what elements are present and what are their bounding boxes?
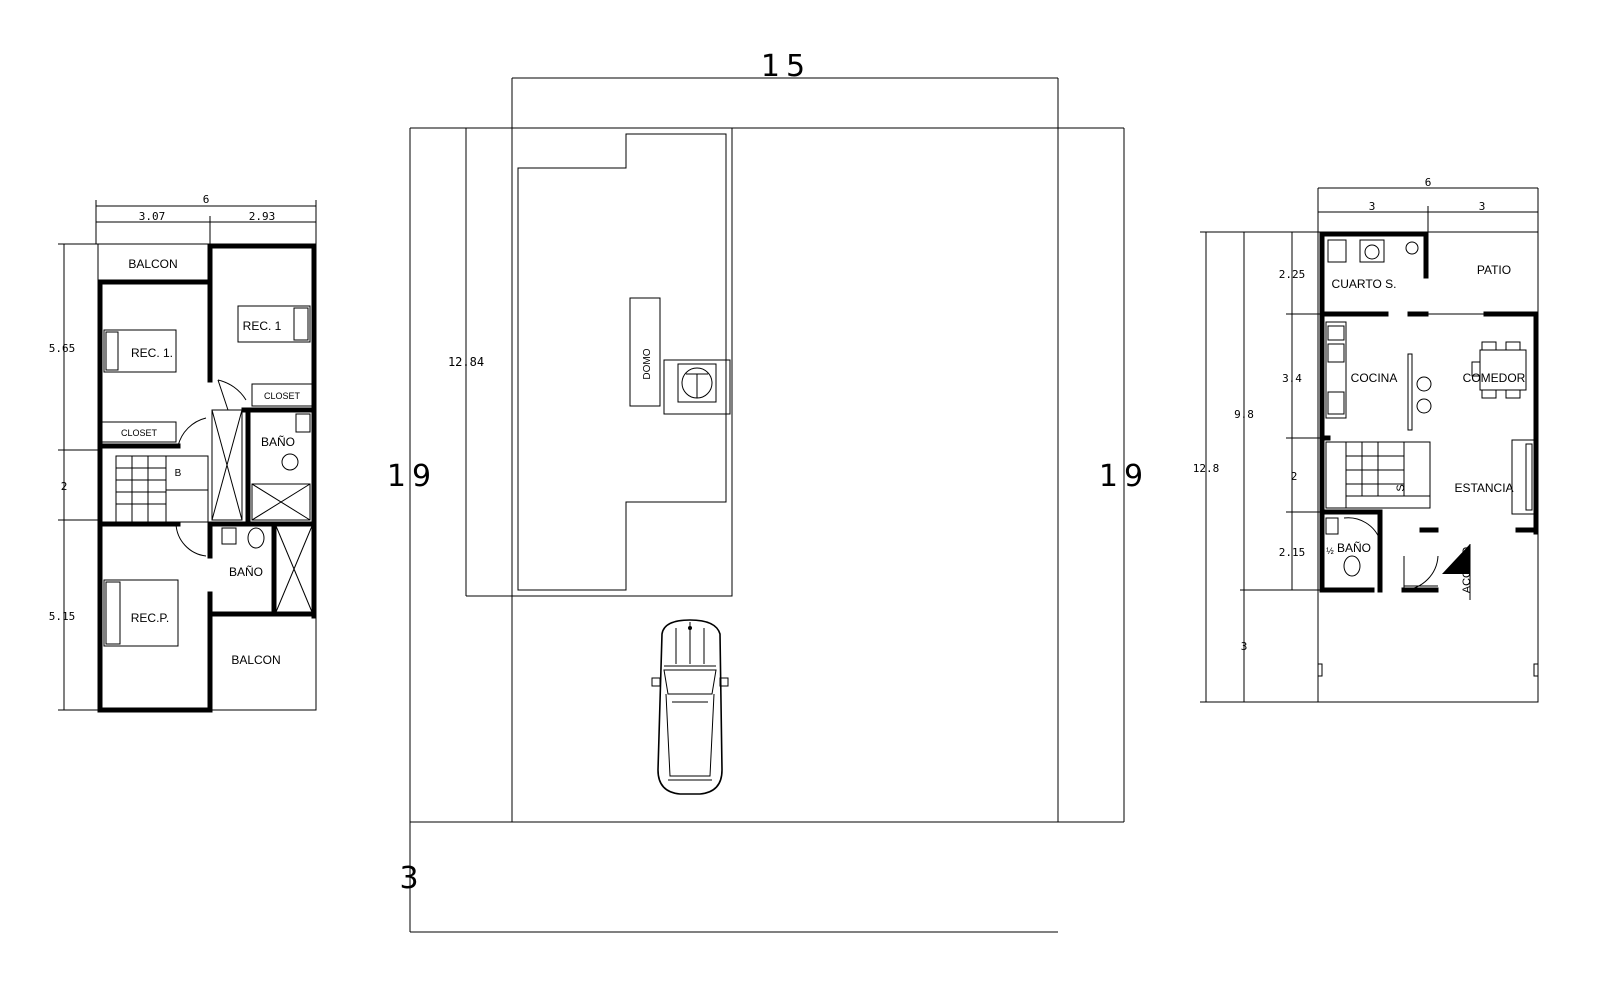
ground-depth-house: 9.8 <box>1234 408 1254 421</box>
domo-label: DOMO <box>642 348 653 379</box>
ground-depth-d1: 2.25 <box>1279 268 1306 281</box>
roof-depth-label: 12.84 <box>448 355 484 369</box>
upper-stairs: B <box>115 455 209 523</box>
site-front-label: 3 <box>399 861 424 896</box>
upper-depth-b: 2 <box>61 480 68 493</box>
upper-bano-bottom-label: BAÑO <box>229 565 263 579</box>
site-width-label: 15 <box>761 49 811 84</box>
ground-depth-d2: 3.4 <box>1282 372 1302 385</box>
ground-depth-total: 12.8 <box>1193 462 1220 475</box>
upper-width-right: 2.93 <box>249 210 276 223</box>
ground-width-left: 3 <box>1369 200 1376 213</box>
upper-width-left: 3.07 <box>139 210 166 223</box>
ground-width-total: 6 <box>1425 176 1432 189</box>
upper-balcon-top-label: BALCON <box>128 257 177 271</box>
ground-estancia-label: ESTANCIA <box>1454 481 1513 495</box>
ground-depth-d4: 2.15 <box>1279 546 1306 559</box>
upper-floor-plan: 6 3.07 2.93 5.65 2 5.15 BALCON <box>49 193 317 713</box>
ground-depth-d3: 2 <box>1291 470 1298 483</box>
upper-depth-a: 5.65 <box>49 342 76 355</box>
site-depth-left-label: 19 <box>387 459 437 494</box>
ground-patio-label: PATIO <box>1477 263 1511 277</box>
ground-bano-label: BAÑO <box>1337 541 1371 555</box>
upper-depth-c: 5.15 <box>49 610 76 623</box>
ground-comedor-label: COMEDOR <box>1463 371 1526 385</box>
ground-width-right: 3 <box>1479 200 1486 213</box>
upper-rec1-left-label: REC. 1. <box>131 346 173 360</box>
site-depth-right-label: 19 <box>1099 459 1149 494</box>
ground-half-mark: ½ <box>1326 546 1334 556</box>
ground-floor-plan: 6 3 3 12.8 9.8 2.25 3.4 2 2.15 3 <box>1193 176 1539 703</box>
ground-stair-mark: S <box>1395 484 1407 491</box>
upper-balcon-bottom-label: BALCON <box>231 653 280 667</box>
upper-stair-mark: B <box>175 468 182 479</box>
upper-bano-top-label: BAÑO <box>261 435 295 449</box>
ground-cocina-label: COCINA <box>1351 371 1398 385</box>
ground-cuarto-label: CUARTO S. <box>1332 277 1397 291</box>
upper-closet-right-label: CLOSET <box>264 391 301 401</box>
site-plan: 15 19 19 3 12.84 DOMO <box>387 49 1149 933</box>
acceso-arrow: ACCESO <box>1442 544 1473 600</box>
upper-rec1-right-label: REC. 1 <box>243 319 282 333</box>
upper-closet-left-label: CLOSET <box>121 428 158 438</box>
upper-recp-label: REC.P. <box>131 611 169 625</box>
car-symbol <box>651 619 729 795</box>
ground-acceso-label: ACCESO <box>1461 546 1473 593</box>
ground-stairs: S <box>1325 441 1431 509</box>
ground-depth-d5: 3 <box>1241 640 1248 653</box>
upper-width-total: 6 <box>203 193 210 206</box>
